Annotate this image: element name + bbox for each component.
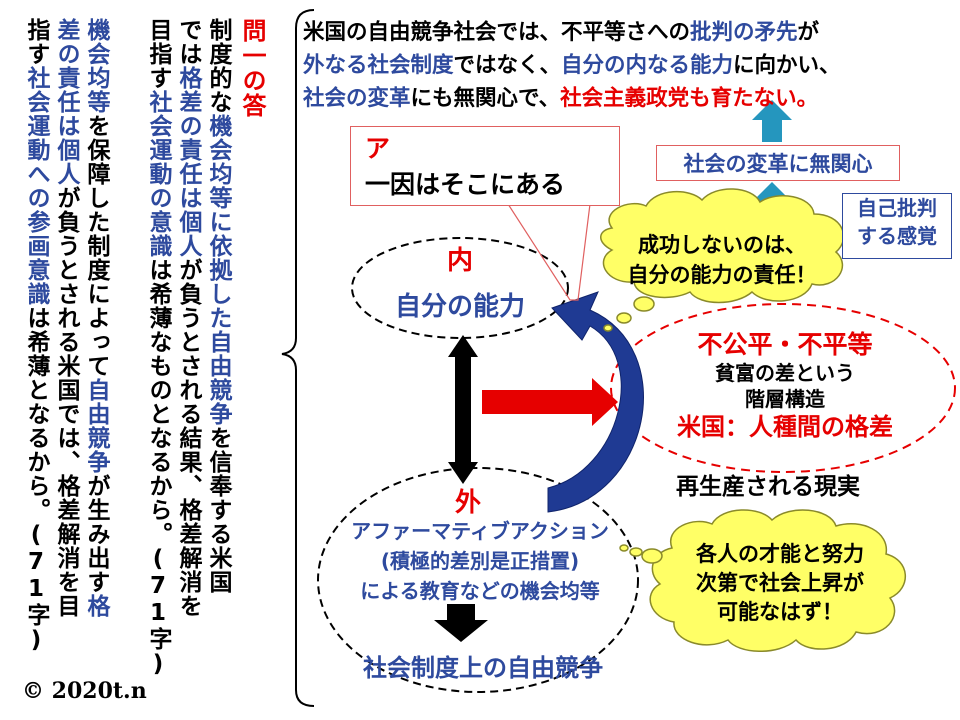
red-arrow: [482, 378, 618, 426]
statement-text: にも無関心で、: [410, 86, 561, 111]
answer-text: を信奉する米国: [205, 426, 231, 594]
answer-text: を保障した制度によって: [83, 114, 109, 378]
answer-column-1: 制度的な機会均等に依拠した自由競争を信奉する米国: [205, 18, 231, 594]
answer-text: が負うとされる米国では、格差解消を目: [53, 186, 79, 618]
answer-column-4: 機会均等を保障した制度によって自由競争が生み出す格: [83, 18, 109, 618]
answer-text: では: [175, 18, 201, 66]
answer-text: が負うとされる結果、格差解消を: [175, 258, 201, 618]
self-critique-line: する感覚: [857, 224, 937, 248]
statement-text: 自分の内なる能力: [561, 53, 734, 78]
statement-text: に向かい、: [733, 53, 841, 78]
outer-line: による教育などの機会均等: [360, 579, 600, 603]
outer-text: アファーマティブアクション (積極的差別是正措置) による教育などの機会均等: [330, 516, 630, 606]
down-arrow: [434, 604, 488, 642]
inequality-line: 貧富の差という: [715, 361, 855, 385]
answer-heading: 問一の答: [238, 18, 266, 118]
cloud-top: [600, 188, 845, 332]
cloud-bottom-line: 次第で社会上昇が: [696, 571, 864, 595]
answer-column-6: 指す社会運動への参画意識は希薄となるから。(71字): [23, 18, 49, 654]
answer-text: 格: [83, 594, 109, 618]
inequality-line-race: 米国：人種間の格差: [677, 413, 893, 441]
inequality-title: 不公平・不平等: [697, 330, 873, 359]
cloud-top-line: 自分の能力の責任！: [627, 263, 817, 287]
self-critique-box: 自己批判 する感覚: [842, 193, 952, 259]
answer-text: 社会運動への参画意識: [23, 66, 49, 306]
answer-text: 社会運動の意識: [145, 90, 171, 258]
statement-text: ではなく、: [453, 53, 562, 78]
answer-text: 自由競争: [83, 378, 109, 474]
answer-text: 指す: [23, 18, 49, 66]
cloud-top-line: 成功しないのは、: [638, 233, 806, 257]
answer-text: が生み出す: [83, 474, 109, 594]
inequality-text: 不公平・不平等 貧富の差という 階層構造 米国：人種間の格差: [650, 330, 920, 442]
answer-text: 機会均等: [83, 18, 109, 114]
statement-text: 社会主義政党も育たない。: [560, 86, 819, 111]
self-critique-line: 自己批判: [857, 196, 937, 220]
statement-line-1: 米国の自由競争社会では、不平等さへの批判の矛先が: [303, 16, 943, 49]
inequality-line: 階層構造: [745, 387, 825, 411]
statement-line-2: 外なる社会制度ではなく、自分の内なる能力に向かい、: [303, 49, 943, 82]
copyright: © 2020t.n: [22, 678, 147, 704]
inner-label: 自分の能力: [394, 292, 525, 322]
cloud-bottom-line: 可能なはず！: [717, 600, 843, 624]
statement-text: 社会の変革: [303, 86, 411, 111]
inner-ellipse: [351, 237, 569, 339]
inequality-ellipse: [610, 303, 956, 473]
cloud-bottom-text: 各人の才能と努力 次第で社会上昇が 可能なはず！: [680, 540, 880, 627]
callout-line: [507, 203, 591, 301]
statement-text: が: [797, 20, 820, 45]
answer-column-3: 目指す社会運動の意識は希薄なものとなるから。(71字): [145, 18, 171, 678]
answer-text: 差の責任は個人: [53, 18, 79, 186]
box-a: ア 一因はそこにある: [350, 126, 620, 206]
answer-text: は希薄なものとなるから。(71字): [145, 258, 171, 678]
answer-text: 目指す: [145, 18, 171, 90]
outer-line: (積極的差別是正措置): [380, 549, 580, 573]
box-a-key: ア: [365, 134, 391, 163]
box-a-text: 一因はそこにある: [365, 170, 566, 199]
reproduced-label: 再生産される現実: [676, 474, 860, 500]
outer-bottom-label: 社会制度上の自由競争: [363, 654, 603, 682]
answer-text: 制度的な: [205, 18, 231, 114]
answer-text: 格差の責任は個人: [175, 66, 201, 258]
outer-line: アファーマティブアクション: [351, 519, 609, 543]
answer-text: は希薄となるから。(71字): [23, 306, 49, 654]
answer-text: 機会均等に依拠した自由競争: [205, 114, 231, 426]
answer-column-2: では格差の責任は個人が負うとされる結果、格差解消を: [175, 18, 201, 618]
double-arrow: [448, 335, 478, 484]
statement-text: 批判の矛先: [690, 20, 798, 45]
statement-text: 米国の自由競争社会では、不平等さへの: [303, 20, 691, 45]
answer-column-5: 差の責任は個人が負うとされる米国では、格差解消を目: [53, 18, 79, 618]
cloud-top-text: 成功しないのは、 自分の能力の責任！: [622, 230, 822, 290]
statement: 米国の自由競争社会では、不平等さへの批判の矛先が 外なる社会制度ではなく、自分の…: [303, 16, 943, 115]
cloud-bottom-line: 各人の才能と努力: [696, 542, 864, 566]
brace: [281, 9, 315, 707]
reform-box: 社会の変革に無関心: [656, 145, 900, 181]
outer-ellipse: [317, 467, 639, 693]
inner-key: 内: [446, 246, 473, 276]
outer-key: 外: [454, 488, 481, 518]
statement-line-3: 社会の変革にも無関心で、社会主義政党も育たない。: [303, 82, 943, 115]
cloud-bottom: [619, 509, 907, 652]
statement-text: 外なる社会制度: [303, 53, 454, 78]
curved-arrow: [547, 291, 644, 513]
